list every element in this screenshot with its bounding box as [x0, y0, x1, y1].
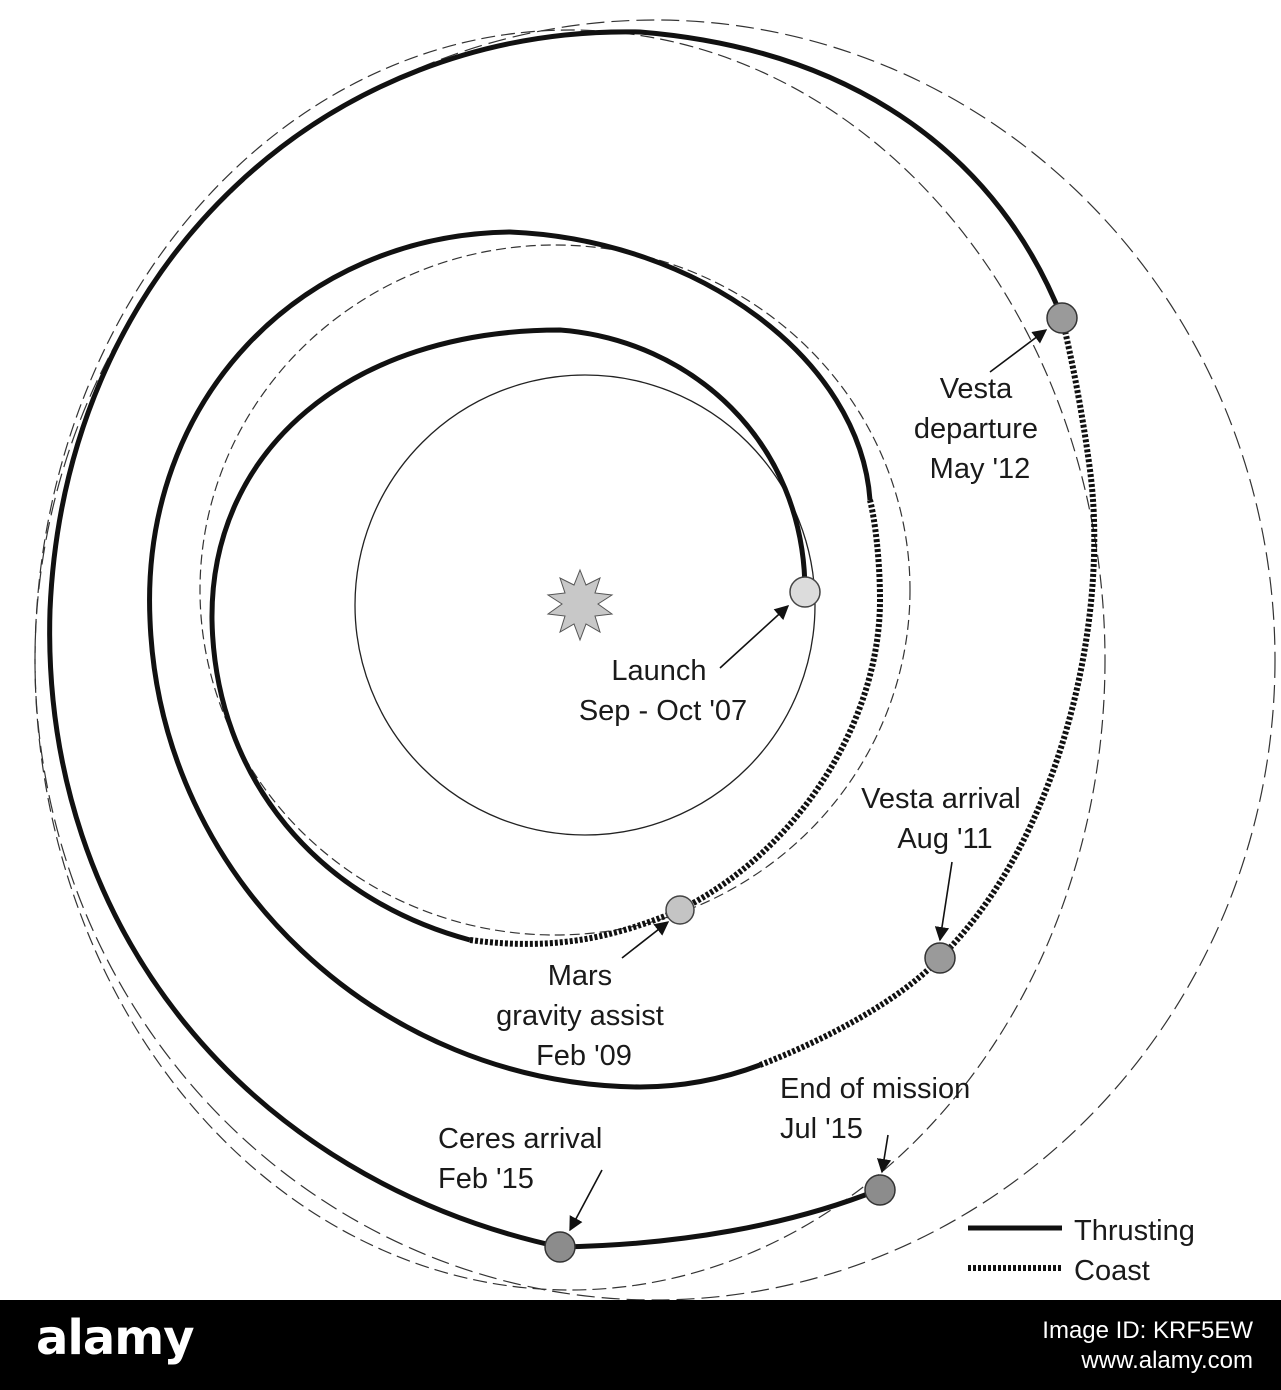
- ceres-arrival-marker-icon: [544, 1231, 576, 1263]
- launch-marker-icon: [789, 576, 821, 608]
- vesta-arrival-label: Vesta arrival Aug '11: [861, 783, 1029, 855]
- ceres-arrival-arrow: [569, 1169, 603, 1232]
- thrust-arc-4: [559, 1187, 879, 1250]
- vesta-arrival-marker-icon: [924, 942, 956, 974]
- coast-arc-2: [758, 317, 1098, 1068]
- legend-coast-label: Coast: [1074, 1255, 1150, 1287]
- launch-arrow: [719, 605, 790, 669]
- sun-icon: [546, 568, 614, 642]
- vesta-departure-marker-icon: [1046, 302, 1078, 334]
- launch-label: Launch Sep - Oct '07: [579, 655, 747, 727]
- coast-arc-1: [469, 499, 884, 947]
- thrust-arc-3: [47, 29, 1065, 1250]
- brand-logo: alamy: [36, 1310, 195, 1366]
- earth-orbit: [354, 374, 816, 836]
- footer-meta: Image ID: KRF5EW www.alamy.com: [1042, 1316, 1253, 1376]
- image-id: Image ID: KRF5EW: [1042, 1317, 1253, 1344]
- legend: Thrusting Coast: [968, 1215, 1195, 1287]
- vesta-arrival-arrow: [934, 861, 953, 942]
- trajectory-diagram: Vesta departure May '12 Launch Sep - Oct…: [34, 19, 1276, 1300]
- mars-arrow: [621, 921, 670, 959]
- thrust-arc-1: [209, 327, 808, 943]
- mars-assist-label: Mars gravity assist Feb '09: [496, 960, 672, 1072]
- legend-thrusting-label: Thrusting: [1074, 1215, 1195, 1247]
- thrust-arc-2: [147, 229, 873, 1090]
- end-mission-arrow: [876, 1134, 892, 1174]
- mars-orbit: [199, 244, 911, 936]
- vesta-departure-arrow: [989, 329, 1048, 373]
- end-of-mission-label: End of mission Jul '15: [780, 1073, 978, 1145]
- ceres-arrival-label: Ceres arrival Feb '15: [438, 1123, 610, 1195]
- stock-footer: alamy Image ID: KRF5EW www.alamy.com: [0, 1300, 1281, 1390]
- ceres-orbit: [34, 19, 1276, 1300]
- end-mission-marker-icon: [864, 1174, 896, 1206]
- mars-marker-icon: [665, 895, 695, 925]
- vesta-departure-label: Vesta departure May '12: [914, 373, 1046, 485]
- site-url: www.alamy.com: [1081, 1347, 1253, 1374]
